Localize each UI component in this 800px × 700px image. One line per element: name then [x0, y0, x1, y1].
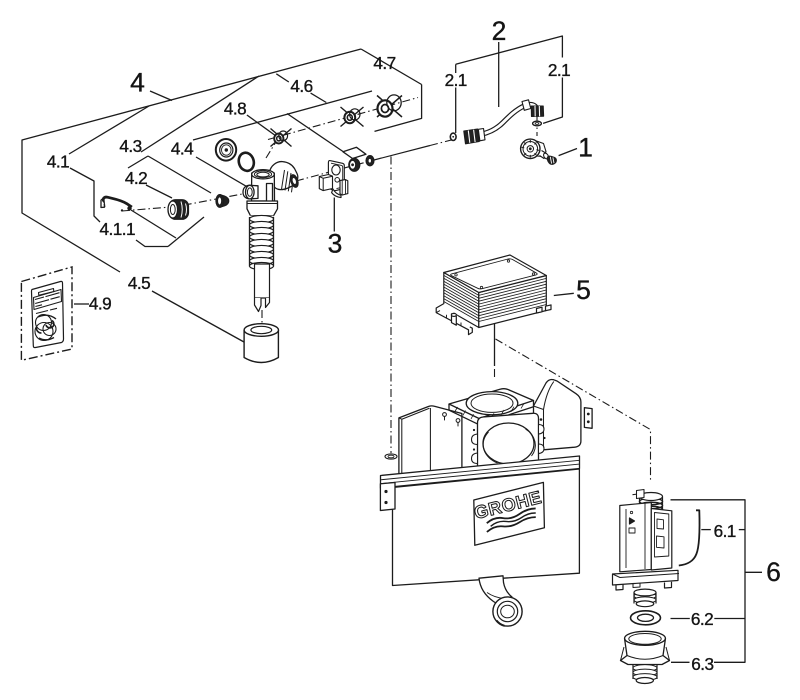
svg-text:6.1: 6.1 — [714, 521, 736, 541]
svg-text:5: 5 — [576, 275, 591, 305]
svg-text:4.5: 4.5 — [128, 273, 150, 293]
svg-text:4.7: 4.7 — [373, 53, 395, 73]
svg-text:6: 6 — [766, 557, 781, 587]
svg-text:4.1.1: 4.1.1 — [100, 219, 135, 239]
svg-text:4.6: 4.6 — [290, 76, 312, 96]
svg-text:4: 4 — [130, 68, 145, 98]
svg-text:2: 2 — [492, 16, 507, 46]
svg-text:4.9: 4.9 — [89, 294, 111, 314]
svg-text:4.2: 4.2 — [125, 168, 147, 188]
svg-text:4.8: 4.8 — [224, 99, 246, 119]
svg-text:2.1: 2.1 — [445, 70, 467, 90]
svg-text:3: 3 — [328, 229, 343, 259]
svg-text:6.2: 6.2 — [691, 609, 713, 629]
svg-text:2.1: 2.1 — [548, 60, 570, 80]
svg-text:4.4: 4.4 — [171, 139, 194, 159]
svg-text:1: 1 — [578, 133, 593, 163]
svg-text:6.3: 6.3 — [691, 654, 713, 674]
svg-text:4.1: 4.1 — [47, 151, 69, 171]
svg-text:4.3: 4.3 — [119, 136, 141, 156]
